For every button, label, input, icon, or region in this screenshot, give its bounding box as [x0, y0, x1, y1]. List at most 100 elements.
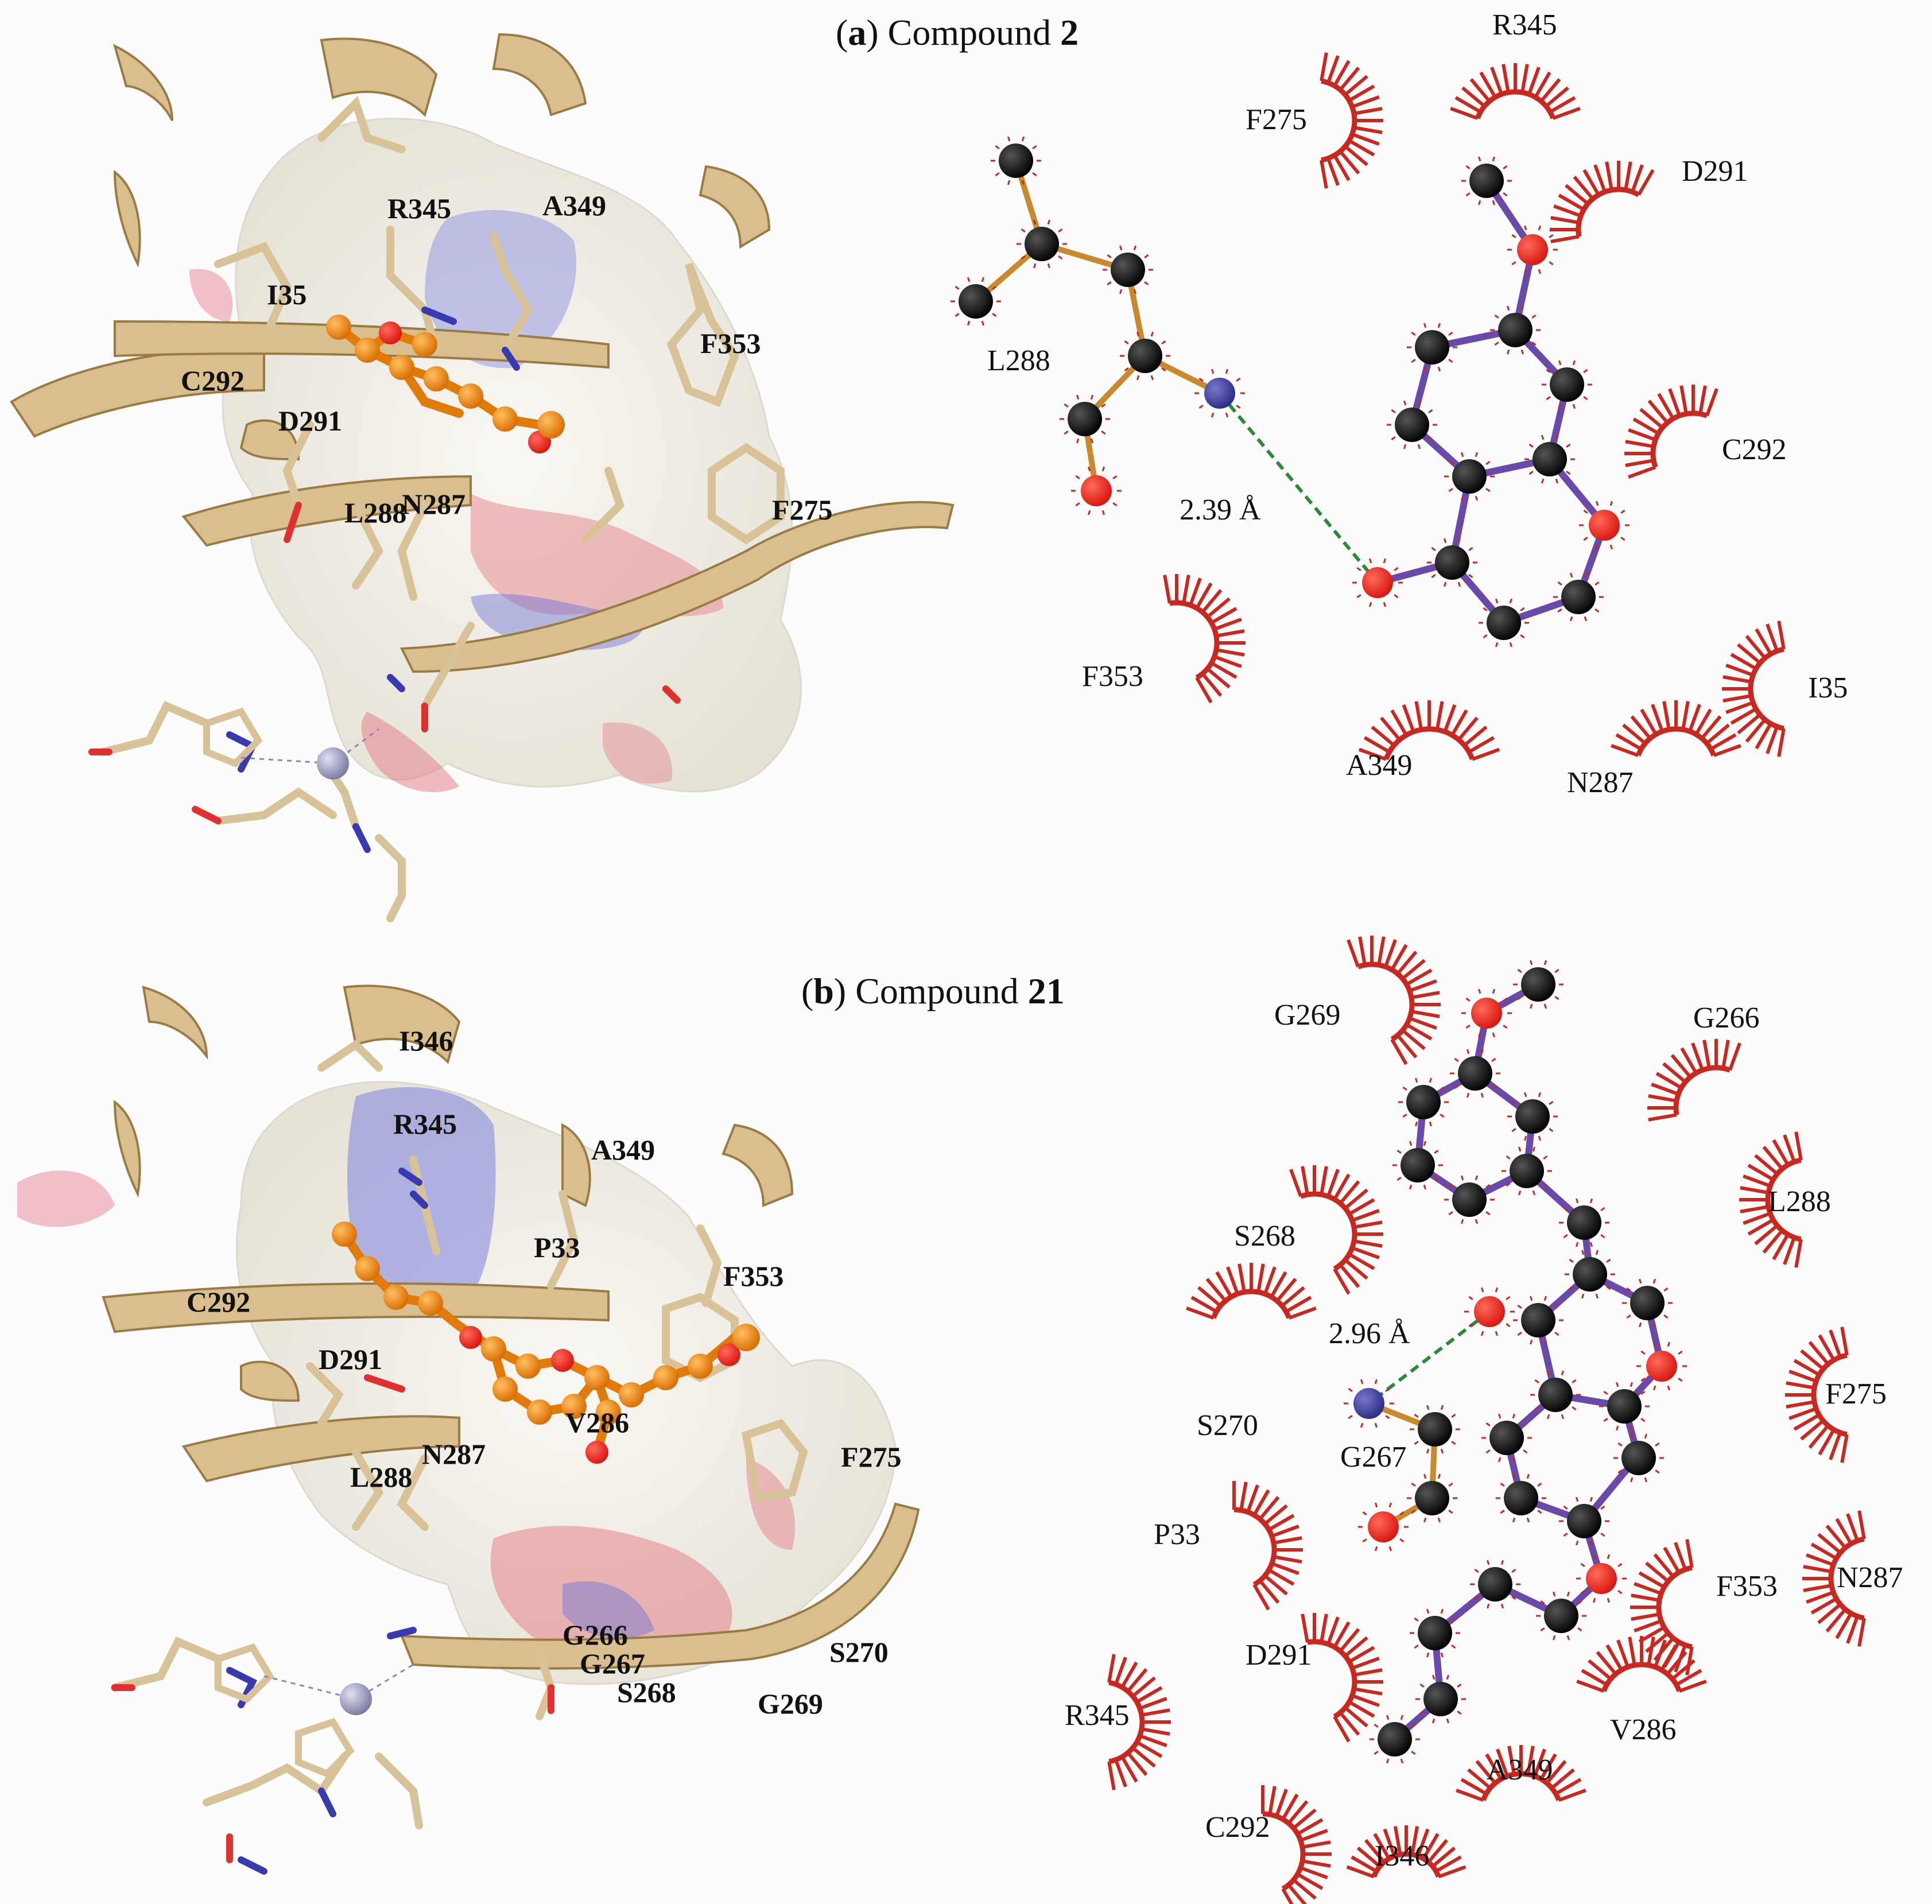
helix-ribbon: [699, 165, 771, 249]
residue-label-3d: A349: [542, 189, 606, 222]
hydrophobic-contact-spike: [1333, 1621, 1351, 1648]
atom-contact-mark: [1483, 634, 1488, 639]
hydrophobic-contact-spike: [1783, 1134, 1796, 1163]
hydrophobic-contact-spike: [1638, 1626, 1665, 1643]
atom-contact-mark: [1583, 369, 1588, 374]
hydrophobic-contact-spike: [1468, 736, 1495, 754]
hydrophobic-contact-spike: [1326, 157, 1340, 186]
nitrogen-atom: [1204, 378, 1235, 409]
atom-contact-mark: [992, 312, 997, 317]
hydrophobic-contact-spike: [1344, 1706, 1368, 1728]
surface-negative-patch: [361, 712, 459, 792]
carbon-atom: [1567, 1205, 1601, 1240]
hydrophobic-contact-spike: [1605, 161, 1613, 191]
carbon-atom: [1621, 1441, 1656, 1475]
hydrophobic-contact-spike: [1743, 1212, 1771, 1225]
atom-contact-mark: [1440, 1086, 1445, 1091]
hydrophobic-contact-spike: [1654, 1639, 1667, 1668]
atom-contact-mark: [1101, 466, 1105, 472]
carbon-atom: [1435, 545, 1469, 580]
residue-label: A349: [1487, 1754, 1553, 1786]
ligand-oxygen-3d: [459, 1326, 482, 1349]
hydrophobic-contact-spike: [1694, 708, 1712, 735]
hydrophobic-contact-spike: [1373, 1833, 1391, 1860]
atom-contact-mark: [1678, 1350, 1683, 1355]
atom-contact-mark: [1399, 1511, 1405, 1516]
atom-contact-mark: [1617, 1442, 1623, 1447]
hydrophobic-contact-spike: [1299, 1866, 1328, 1879]
atom-contact-mark: [1577, 1627, 1582, 1632]
ligand-atom-3d: [355, 1256, 380, 1281]
atom-contact-mark: [1480, 1331, 1484, 1336]
hydrophobic-contact-spike: [1281, 1286, 1305, 1308]
oxygen-atom: [1368, 1511, 1399, 1542]
residue-label-3d: D291: [278, 405, 342, 437]
atom-contact-mark: [1606, 1285, 1611, 1290]
atom-contact-mark: [1431, 1674, 1436, 1680]
side-chain-stick: [352, 1448, 384, 1531]
hydrophobic-contact-spike: [1402, 704, 1415, 732]
residue-label: I346: [1375, 1840, 1429, 1872]
atom-contact-mark: [1517, 1304, 1522, 1309]
hydrophobic-contact-spike: [1396, 951, 1418, 975]
oxygen-atom: [1471, 998, 1502, 1029]
hydrophobic-contact-spike: [1292, 1878, 1317, 1900]
carbon-atom: [1550, 367, 1584, 402]
atom-contact-mark: [1511, 1127, 1516, 1133]
hydrophobic-contact-spike: [1662, 1062, 1687, 1084]
hydrophobic-contact-spike: [1114, 1657, 1127, 1685]
atom-contact-mark: [1592, 1597, 1596, 1603]
hydrophobic-contact-spike: [1576, 1680, 1605, 1693]
atom-contact-mark: [1652, 1385, 1656, 1391]
atom-contact-mark: [967, 320, 971, 326]
hydrophobic-contact-spike: [1333, 1268, 1351, 1295]
atom-contact-mark: [1606, 1258, 1611, 1263]
hydrophobic-contact-spike: [1287, 1800, 1309, 1825]
ligand-bond-3d: [397, 363, 464, 418]
hydrophobic-contact-arc: [1480, 1771, 1562, 1801]
hydrophobic-contact-arc: [1383, 726, 1475, 761]
hydrophobic-contact-spike: [1810, 1542, 1837, 1560]
atom-contact-mark: [1119, 245, 1123, 251]
hydrophobic-contact-spike: [1411, 1010, 1440, 1018]
hydrophobic-contact-spike: [1333, 60, 1351, 87]
hydrophobic-contact-spike: [1817, 1603, 1842, 1624]
hydrophobic-contact-spike: [1806, 1591, 1834, 1604]
nitrogen-stick: [318, 1787, 336, 1817]
atom-contact-mark: [1561, 1414, 1565, 1420]
residue-label: F275: [1246, 103, 1307, 136]
atom-contact-mark: [1460, 452, 1464, 457]
residue-label-3d: V286: [565, 1406, 629, 1438]
atom-contact-mark: [1386, 1715, 1390, 1720]
hydrophobic-contact-spike: [1625, 459, 1654, 467]
atom-contact-mark: [1630, 1433, 1634, 1439]
atom-contact-mark: [981, 277, 985, 282]
atom-contact-mark: [1460, 1175, 1464, 1181]
atom-contact-mark: [1563, 1532, 1568, 1537]
atom-contact-mark: [1403, 444, 1407, 449]
atom-contact-mark: [1225, 412, 1229, 418]
atom-contact-mark: [1388, 1546, 1392, 1552]
atom-contact-mark: [1583, 509, 1588, 514]
side-chain-stick: [581, 467, 625, 544]
carbon-atom: [999, 144, 1033, 178]
residue-label-3d: F275: [772, 494, 833, 526]
hydrophobic-contact-spike: [1288, 1306, 1317, 1320]
hydrophobic-contact-spike: [1339, 1180, 1360, 1205]
hydrophobic-contact-spike: [1740, 1186, 1769, 1195]
hydrophobic-contact-spike: [1344, 145, 1368, 166]
side-chain-stick: [547, 1190, 579, 1290]
atom-contact-mark: [1491, 1084, 1496, 1089]
hydrophobic-contact-spike: [1681, 701, 1690, 730]
hydrophobic-contact-spike: [1396, 1034, 1418, 1058]
atom-contact-mark: [981, 320, 985, 326]
atom-contact-mark: [967, 277, 971, 282]
atom-contact-mark: [1451, 1617, 1456, 1622]
helix-ribbon: [320, 37, 438, 117]
hydrophobic-contact-spike: [1358, 936, 1367, 965]
hydrophobic-contact-spike: [1353, 126, 1383, 134]
atom-contact-mark: [1557, 581, 1562, 586]
atom-contact-mark: [1417, 400, 1421, 406]
hydrophobic-contact-spike: [1685, 1539, 1694, 1568]
hydrophobic-contact-spike: [1479, 71, 1497, 98]
